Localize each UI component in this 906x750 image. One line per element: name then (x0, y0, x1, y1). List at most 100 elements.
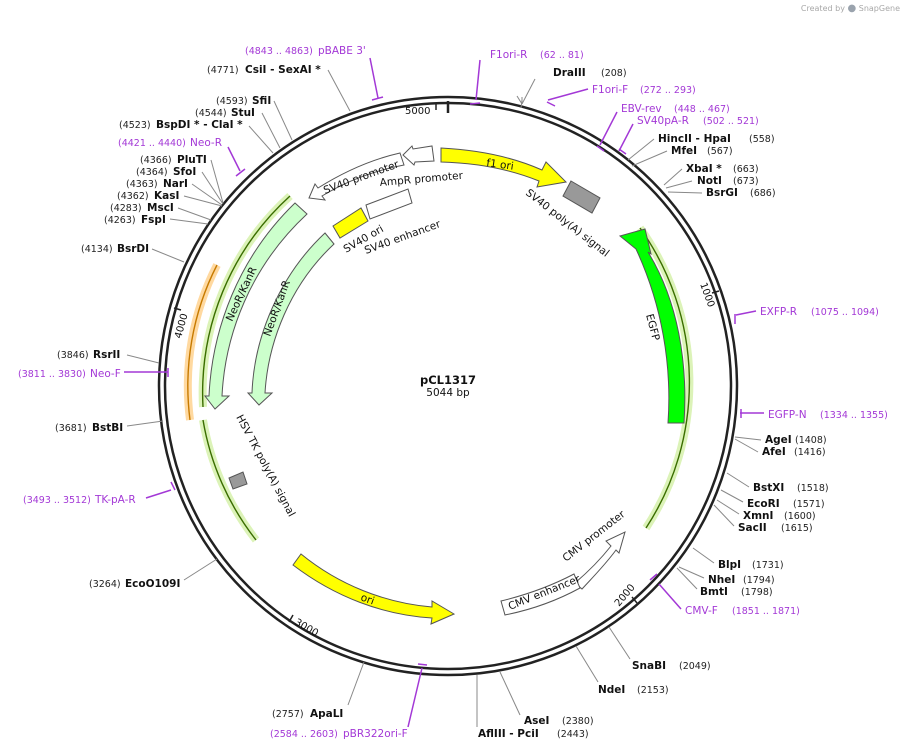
primer-ebv-rev[interactable]: EBV-rev (448 .. 467) (596, 103, 730, 152)
site-name-sfoi: SfoI (173, 166, 196, 178)
primer-name-egfp-n: EGFP-N (768, 409, 807, 421)
site-fspi[interactable]: FspI (4263) (104, 214, 209, 226)
site-name-blpi: BlpI (718, 559, 741, 571)
primer-egfp-n[interactable]: EGFP-N (1334 .. 1355) (740, 409, 888, 421)
site-pos-afei: (1416) (794, 447, 826, 458)
site-name-noti: NotI (697, 175, 722, 187)
orf-line-orange (187, 264, 218, 421)
feature-cmv-enhancer[interactable]: CMV enhancer (500, 573, 583, 616)
site-pos-bstxi: (1518) (797, 483, 829, 494)
site-apali[interactable]: ApaLI (2757) (272, 661, 365, 720)
primer-range-pbr322ori-f: (2584 .. 2603) (270, 729, 338, 740)
snapgene-logo-icon: ● (847, 3, 857, 14)
primer-range-exfp-r: (1075 .. 1094) (811, 307, 879, 318)
site-xbai[interactable]: XbaI * (663) (663, 163, 759, 186)
primer-sv40pa-r[interactable]: SV40pA-R (502 .. 521) (618, 115, 759, 155)
site-csii-sexai[interactable]: CsiI - SexAI * (4771) (207, 64, 351, 112)
primer-pbr322ori-f[interactable]: pBR322ori-F (2584 .. 2603) (270, 663, 428, 740)
feature-hsv-tk-polya[interactable]: HSV TK poly(A) signal (228, 413, 297, 519)
primer-neo-r[interactable]: Neo-R (4421 .. 4440) (118, 137, 246, 177)
site-pos-csii-sexai: (4771) (207, 65, 239, 76)
site-mfei[interactable]: MfeI (567) (631, 145, 733, 167)
site-asei[interactable]: AseI (2380) (499, 671, 594, 727)
tick-label-2000: 2000 (613, 582, 638, 609)
site-draiii[interactable]: DraIII (208) (516, 67, 627, 109)
primer-neo-f[interactable]: Neo-F (3811 .. 3830) (18, 368, 169, 380)
site-hincii-hpai[interactable]: HincII - HpaI (558) (627, 133, 775, 161)
site-pluti[interactable]: PluTI (4366) (140, 154, 224, 204)
primer-range-f1ori-f: (272 .. 293) (640, 85, 696, 96)
primer-f1ori-r[interactable]: F1ori-R (62 .. 81) (469, 49, 584, 105)
site-pos-bsrdi: (4134) (81, 244, 113, 255)
primer-name-pbr322ori-f: pBR322ori-F (343, 728, 408, 740)
site-name-stui: StuI (231, 107, 255, 119)
site-bsrgi[interactable]: BsrGI (686) (667, 187, 776, 199)
site-name-snabi: SnaBI (632, 660, 666, 672)
primer-name-neo-f: Neo-F (90, 368, 121, 380)
site-bstxi[interactable]: BstXI (1518) (726, 472, 829, 494)
site-pos-apali: (2757) (272, 709, 304, 720)
orf-line-egfp (639, 227, 691, 529)
site-ecoo109i[interactable]: EcoO109I (3264) (89, 558, 218, 590)
site-name-xbai: XbaI * (686, 163, 722, 175)
feature-sv40-polya[interactable]: SV40 poly(A) signal (523, 180, 611, 259)
site-rsrii[interactable]: RsrII (3846) (57, 349, 160, 364)
site-name-bspdi-clai: BspDI * - ClaI * (156, 119, 243, 131)
site-stui[interactable]: StuI (4544) (195, 107, 281, 149)
primer-range-ebv-rev: (448 .. 467) (674, 104, 730, 115)
feature-ori[interactable]: ori (292, 553, 456, 625)
site-pos-fspi: (4263) (104, 215, 136, 226)
site-bsrdi[interactable]: BsrDI (4134) (81, 243, 185, 263)
feature-label-ori: ori (359, 592, 376, 608)
feature-egfp[interactable]: EGFP (618, 228, 686, 424)
site-afliii-pcii[interactable]: AflIII - PciI (2443) (476, 675, 589, 740)
feature-label-egfp: EGFP (643, 313, 662, 342)
orf-line-neo-upper (201, 195, 291, 408)
site-afei[interactable]: AfeI (1416) (734, 438, 826, 458)
site-name-afliii-pcii: AflIII - PciI (478, 728, 539, 740)
primer-pbabe3[interactable]: pBABE 3' (4843 .. 4863) (245, 45, 384, 101)
site-bspdi-clai[interactable]: BspDI * - ClaI * (4523) (119, 119, 274, 154)
site-sfii[interactable]: SfiI (4593) (216, 95, 293, 141)
tick-label-5000: 5000 (405, 106, 430, 117)
site-xmni[interactable]: XmnI (1600) (716, 499, 816, 522)
site-name-ecoo109i: EcoO109I (125, 578, 180, 590)
site-name-xmni: XmnI (743, 510, 773, 522)
site-name-agei: AgeI (765, 434, 792, 446)
primer-cmv-f[interactable]: CMV-F (1851 .. 1871) (649, 573, 800, 617)
site-nari[interactable]: NarI (4363) (126, 178, 223, 206)
site-pos-pluti: (4366) (140, 155, 172, 166)
site-name-bsrdi: BsrDI (117, 243, 149, 255)
site-kasi[interactable]: KasI (4362) (117, 190, 223, 207)
site-pos-sacii: (1615) (781, 523, 813, 534)
site-pos-snabi: (2049) (679, 661, 711, 672)
plasmid-name: pCL1317 (420, 373, 476, 387)
site-sacii[interactable]: SacII (1615) (713, 504, 813, 534)
site-noti[interactable]: NotI (673) (665, 175, 759, 189)
site-pos-nhei: (1794) (743, 575, 775, 586)
site-sfoi[interactable]: SfoI (4364) (136, 166, 224, 205)
feature-label-hsv-tk-polya: HSV TK poly(A) signal (233, 413, 297, 519)
feature-f1-ori[interactable]: f1 ori (440, 147, 568, 188)
site-bstbi[interactable]: BstBI (3681) (55, 420, 164, 434)
site-name-nhei: NheI (708, 574, 735, 586)
tick-label-3000: 3000 (293, 617, 321, 639)
site-ecori[interactable]: EcoRI (1571) (720, 489, 825, 510)
site-msci[interactable]: MscI (4283) (110, 202, 212, 221)
primer-f1ori-f[interactable]: F1ori-F (272 .. 293) (546, 84, 696, 107)
site-pos-ecori: (1571) (793, 499, 825, 510)
site-bmti[interactable]: BmtI (1798) (676, 567, 773, 598)
site-agei[interactable]: AgeI (1408) (734, 434, 827, 446)
site-name-sacii: SacII (738, 522, 767, 534)
site-pos-agei: (1408) (795, 435, 827, 446)
site-pos-bsrgi: (686) (750, 188, 776, 199)
site-ndei[interactable]: NdeI (2153) (575, 645, 669, 696)
site-blpi[interactable]: BlpI (1731) (692, 547, 784, 571)
site-snabi[interactable]: SnaBI (2049) (608, 626, 711, 672)
feature-sv40-enhancer[interactable]: SV40 enhancer (363, 188, 443, 257)
site-pos-ecoo109i: (3264) (89, 579, 121, 590)
primer-tk-pa-r[interactable]: TK-pA-R (3493 .. 3512) (23, 481, 176, 506)
site-nhei[interactable]: NheI (1794) (678, 566, 775, 586)
primer-exfp-r[interactable]: EXFP-R (1075 .. 1094) (734, 306, 879, 324)
